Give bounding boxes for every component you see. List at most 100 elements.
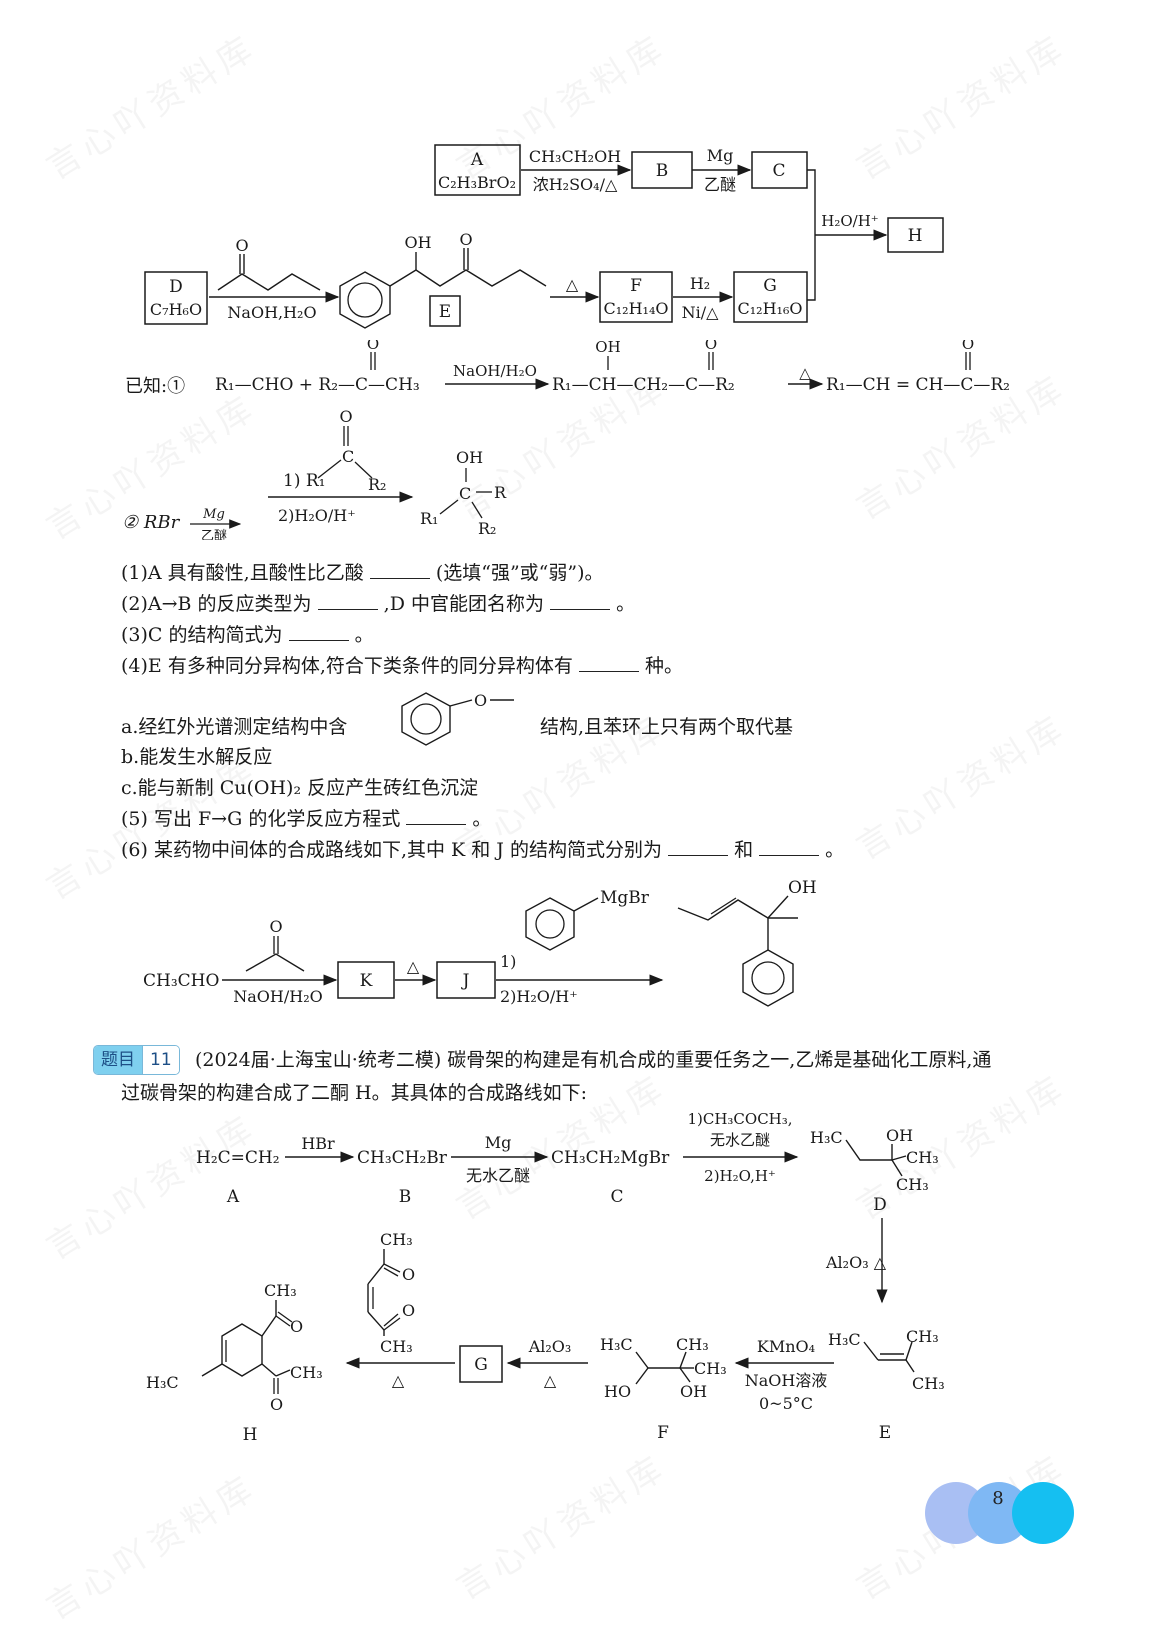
b-to-c-condition: 乙醚 — [704, 175, 736, 194]
label-c: C — [610, 1187, 623, 1207]
question-2-mid: ,D 中官能团名称为 — [383, 593, 544, 615]
f-methyl-b: CH₃ — [694, 1359, 727, 1378]
watermark: 言心吖资料库 — [449, 1446, 675, 1609]
dione-oxygen-bottom: O — [402, 1301, 415, 1320]
compound-b-ethyl-bromide: CH₃CH₂Br — [357, 1148, 448, 1168]
answer-blank[interactable] — [668, 837, 729, 856]
h-oxygen-bottom: O — [270, 1395, 283, 1414]
b-to-c-reagent: Mg — [485, 1133, 512, 1152]
condition-c-text: c.能与新制 Cu(OH)₂ 反应产生砖红色沉淀 — [121, 777, 479, 799]
f-to-g-reagent: Al₂O₃ — [528, 1337, 572, 1356]
question-5-text: (5) 写出 F→G 的化学反应方程式 — [121, 808, 401, 830]
answer-blank[interactable] — [759, 837, 820, 856]
compound-h-structure — [201, 1300, 293, 1394]
compound-d-formula: C₇H₆O — [150, 300, 202, 319]
d-methyl-left: H₃C — [810, 1128, 843, 1147]
d-hydroxyl: OH — [886, 1126, 913, 1145]
e-methyl-a: CH₃ — [906, 1327, 939, 1346]
known-ketone-oxygen: O — [339, 407, 352, 426]
compound-e-box — [429, 295, 461, 327]
known-p1-hydroxyl: OH — [595, 340, 620, 356]
compound-f-box — [599, 271, 673, 323]
page-decor-circle — [1012, 1482, 1074, 1544]
watermark: 言心吖资料库 — [39, 1466, 265, 1629]
f-to-g-condition: △ — [544, 1371, 557, 1390]
known-p1-oxygen: O — [705, 340, 717, 353]
question-2-tail: 。 — [616, 593, 636, 615]
known-prefix: 已知:① — [125, 376, 185, 397]
question-3: (3)C 的结构简式为 。 — [121, 622, 374, 647]
e-to-f-temperature: 0~5°C — [759, 1394, 813, 1413]
butanone-oxygen: O — [235, 236, 248, 255]
answer-blank[interactable] — [578, 653, 639, 672]
question-1-tail: (选填“强”或“弱”)。 — [435, 562, 604, 584]
compound-k-label: K — [360, 971, 373, 991]
h-methyl-top: CH₃ — [264, 1281, 297, 1300]
compound-h-label: H — [908, 226, 923, 246]
e-to-f-reagent: KMnO₄ — [757, 1337, 815, 1356]
question-5-tail: 。 — [472, 808, 492, 830]
question-6-text: (6) 某药物中间体的合成路线如下,其中 K 和 J 的结构简式分别为 — [121, 839, 662, 861]
label-f: F — [657, 1423, 669, 1440]
known-ketone-step: 1) R₁ — [283, 471, 325, 491]
condition-c: c.能与新制 Cu(OH)₂ 反应产生砖红色沉淀 — [121, 776, 478, 800]
h-oxygen-top: O — [290, 1317, 303, 1336]
answer-blank[interactable] — [369, 560, 430, 579]
question-1-text: (1)A 具有酸性,且酸性比乙酸 — [121, 562, 364, 584]
compound-g-box — [459, 1345, 503, 1383]
known-p2-oxygen: O — [962, 340, 974, 353]
compound-h-box — [887, 217, 944, 253]
f-methyl-a: CH₃ — [676, 1335, 709, 1354]
page-number: 8 — [992, 1488, 1004, 1509]
dione-methyl-top: CH₃ — [380, 1230, 413, 1249]
dione-methyl-bottom: CH₃ — [380, 1337, 413, 1356]
compound-a-box — [434, 144, 521, 196]
compound-d-label: D — [169, 277, 183, 297]
c-to-d-reagent: 1)CH₃COCH₃, — [687, 1110, 792, 1128]
e-carbonyl-oxygen: O — [459, 230, 472, 249]
question-6: (6) 某药物中间体的合成路线如下,其中 K 和 J 的结构简式分别为 和 。 — [121, 837, 844, 862]
h-methyl-right: CH₃ — [290, 1363, 323, 1382]
known-second-prefix: ② RBr — [122, 512, 181, 533]
known-ether: 乙醚 — [201, 529, 227, 540]
compound-f-label: F — [630, 276, 642, 296]
known-enone-product: R₁—CH = CH—C—R₂ — [826, 375, 1010, 395]
a-to-b-reagent: HBr — [301, 1134, 335, 1153]
question-6-tail: 。 — [825, 839, 845, 861]
condition-b-text: b.能发生水解反应 — [121, 746, 273, 768]
known-ketone-carbon: C — [342, 447, 354, 466]
compound-c-grignard: CH₃CH₂MgBr — [551, 1148, 670, 1168]
answer-blank[interactable] — [288, 622, 349, 641]
label-d: D — [873, 1195, 887, 1215]
phenylmagnesium-bromide-structure — [525, 897, 599, 951]
tertiary-alcohol-product-structure — [677, 895, 798, 1007]
compound-j-label: J — [461, 971, 470, 991]
condition-a-tail-text: 结构,且苯环上只有两个取代基 — [540, 716, 794, 738]
f-hydroxyl-right: OH — [680, 1382, 707, 1401]
answer-blank[interactable] — [406, 806, 467, 825]
known-reactions: 已知:① R₁—CHO + R₂—C—CH₃ O NaOH/H₂O R₁—CH—… — [122, 340, 1010, 540]
scheme2-delta: △ — [407, 957, 420, 976]
e-to-f-condition: △ — [566, 275, 579, 294]
a-to-b-reagent: CH₃CH₂OH — [529, 147, 621, 166]
b-to-c-condition: 无水乙醚 — [466, 1166, 530, 1185]
compound-f-formula: C₁₂H₁₄O — [604, 299, 669, 318]
watermark: 言心吖资料库 — [849, 706, 1075, 869]
compound-g-label: G — [763, 276, 777, 296]
f-to-g-condition: Ni/△ — [682, 303, 720, 322]
scheme2-step1: 1) — [500, 952, 516, 971]
f-to-g-reagent: H₂ — [690, 274, 710, 293]
g-to-h-condition: △ — [392, 1371, 405, 1390]
dione-oxygen-top: O — [402, 1265, 415, 1284]
label-e: E — [879, 1423, 891, 1440]
question-3-text: (3)C 的结构简式为 — [121, 624, 283, 646]
answer-blank[interactable] — [550, 591, 611, 610]
product-hydroxyl: OH — [788, 878, 817, 898]
condition-a-text: a.经红外光谱测定结构中含 — [121, 716, 348, 738]
scheme2-mgbr: MgBr — [600, 888, 650, 908]
compound-e-label: E — [439, 302, 451, 322]
answer-blank[interactable] — [317, 591, 378, 610]
problem-badge-number: 11 — [142, 1046, 179, 1074]
compound-g-label: G — [474, 1355, 488, 1375]
compound-e-structure — [339, 248, 547, 329]
